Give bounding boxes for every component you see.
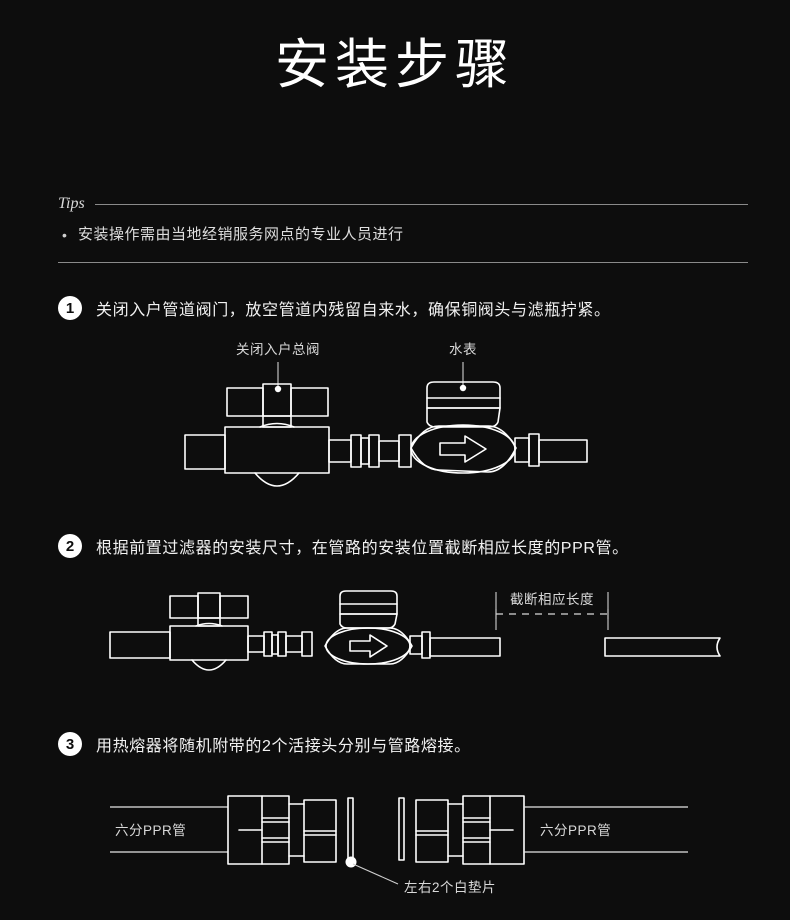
ball-valve-drawing-small <box>109 592 313 671</box>
ppr-pipe-right: 六分PPR管 <box>524 806 688 853</box>
union-fitting-left <box>227 795 337 865</box>
leader-dot-valve <box>274 385 282 393</box>
gasket-right <box>398 797 405 861</box>
ppr-pipe-left: 六分PPR管 <box>110 806 228 853</box>
step-2: 2 根据前置过滤器的安装尺寸，在管路的安装位置截断相应长度的PPR管。 <box>58 534 629 558</box>
tips-list-item: • 安装操作需由当地经销服务网点的专业人员进行 <box>58 224 748 246</box>
water-meter-drawing <box>410 381 588 474</box>
diagram-valve-and-meter: 关闭入户总阀 水表 <box>0 330 790 490</box>
step-2-number-badge: 2 <box>58 534 82 558</box>
diagram-label-water-meter: 水表 <box>449 342 477 357</box>
diagram-label-cut-length: 截断相应长度 <box>510 591 594 607</box>
tips-item-text: 安装操作需由当地经销服务网点的专业人员进行 <box>78 226 404 243</box>
step-3: 3 用热熔器将随机附带的2个活接头分别与管路熔接。 <box>58 732 471 756</box>
step-3-text: 用热熔器将随机附带的2个活接头分别与管路熔接。 <box>96 738 471 755</box>
ball-valve-drawing <box>184 383 412 487</box>
tips-top-divider <box>94 203 748 205</box>
diagram-union-fittings: 六分PPR管 <box>0 780 790 905</box>
step-1-text: 关闭入户管道阀门，放空管道内残留自来水，确保铜阀头与滤瓶拧紧。 <box>96 302 611 319</box>
union-fitting-right <box>415 795 525 865</box>
cut-pipe-segment-right <box>604 637 721 657</box>
water-meter-drawing-small <box>324 590 501 665</box>
diagram-label-ppr-pipe-left: 六分PPR管 <box>115 823 186 838</box>
page-title: 安装步骤 <box>275 35 515 95</box>
step-1: 1 关闭入户管道阀门，放空管道内残留自来水，确保铜阀头与滤瓶拧紧。 <box>58 296 611 320</box>
diagram-label-ppr-pipe-right: 六分PPR管 <box>540 823 611 838</box>
step-3-number-badge: 3 <box>58 732 82 756</box>
diagram-cut-length: 截断相应长度 <box>0 578 790 688</box>
leader-line-gaskets <box>352 863 399 885</box>
tips-bottom-divider <box>58 262 748 263</box>
tips-label: Tips <box>58 195 85 212</box>
gasket-left <box>347 797 354 861</box>
tips-header: Tips <box>58 196 748 212</box>
leader-dot-meter <box>459 384 467 392</box>
step-2-text: 根据前置过滤器的安装尺寸，在管路的安装位置截断相应长度的PPR管。 <box>96 540 629 557</box>
white-gaskets: 左右2个白垫片 <box>345 797 496 895</box>
diagram-label-gaskets: 左右2个白垫片 <box>404 880 496 895</box>
leader-dot-gaskets <box>345 856 357 868</box>
diagram-label-main-valve: 关闭入户总阀 <box>236 341 320 357</box>
tips-bullet-icon: • <box>62 227 67 243</box>
tips-section: Tips • 安装操作需由当地经销服务网点的专业人员进行 <box>58 196 748 263</box>
step-1-number-badge: 1 <box>58 296 82 320</box>
